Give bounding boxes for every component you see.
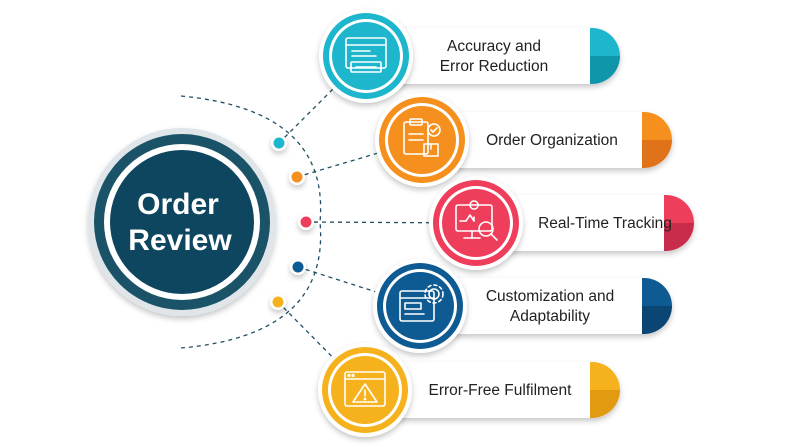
connector-line [297, 266, 376, 293]
center-node: Order Review [88, 128, 276, 316]
connector-line [277, 301, 333, 358]
item-3: Real-Time Tracking [429, 176, 694, 270]
item-accent-cap [590, 28, 620, 84]
dashed-arc [180, 95, 322, 349]
item-label: Error Reduction [440, 58, 549, 75]
item-pill [365, 362, 620, 418]
arc-dot [298, 214, 314, 230]
arc-dot [271, 135, 287, 151]
item-pill [420, 278, 672, 334]
item-accent-cap [642, 278, 672, 334]
connector-line [278, 88, 334, 144]
center-title-line2: Review [128, 224, 232, 257]
tracking-monitor-icon [455, 200, 498, 241]
warning-window-icon [344, 371, 386, 407]
arc-dot [270, 294, 286, 310]
item-2: Order Organization [375, 93, 672, 187]
arc-dots [270, 135, 314, 310]
item-pill [422, 112, 672, 168]
item-badge [373, 259, 467, 353]
arc-dot [290, 259, 306, 275]
item-badge [319, 9, 413, 103]
item-badge [375, 93, 469, 187]
item-pill [476, 195, 694, 251]
item-label: Customization and [486, 288, 614, 305]
settings-window-icon [399, 284, 444, 322]
item-pill [366, 28, 620, 84]
error-screen-icon [345, 37, 387, 73]
item-label: Real-Time Tracking [538, 215, 672, 232]
item-badge [429, 176, 523, 270]
clipboard-boxes-icon [403, 118, 441, 157]
center-title-line1: Order [137, 188, 219, 221]
item-label: Adaptability [510, 308, 590, 325]
item-label: Accuracy and [447, 38, 541, 55]
connector-line [305, 221, 430, 224]
item-accent-cap [664, 195, 694, 251]
arc-dot [289, 169, 305, 185]
item-badge [318, 343, 412, 437]
connector-line [296, 152, 378, 178]
item-label: Error-Free Fulfilment [429, 382, 573, 399]
item-label: Order Organization [486, 132, 618, 149]
item-5: Error-Free Fulfilment [318, 343, 620, 437]
connector-lines [277, 88, 430, 358]
item-accent-cap [590, 362, 620, 418]
item-accent-cap [642, 112, 672, 168]
